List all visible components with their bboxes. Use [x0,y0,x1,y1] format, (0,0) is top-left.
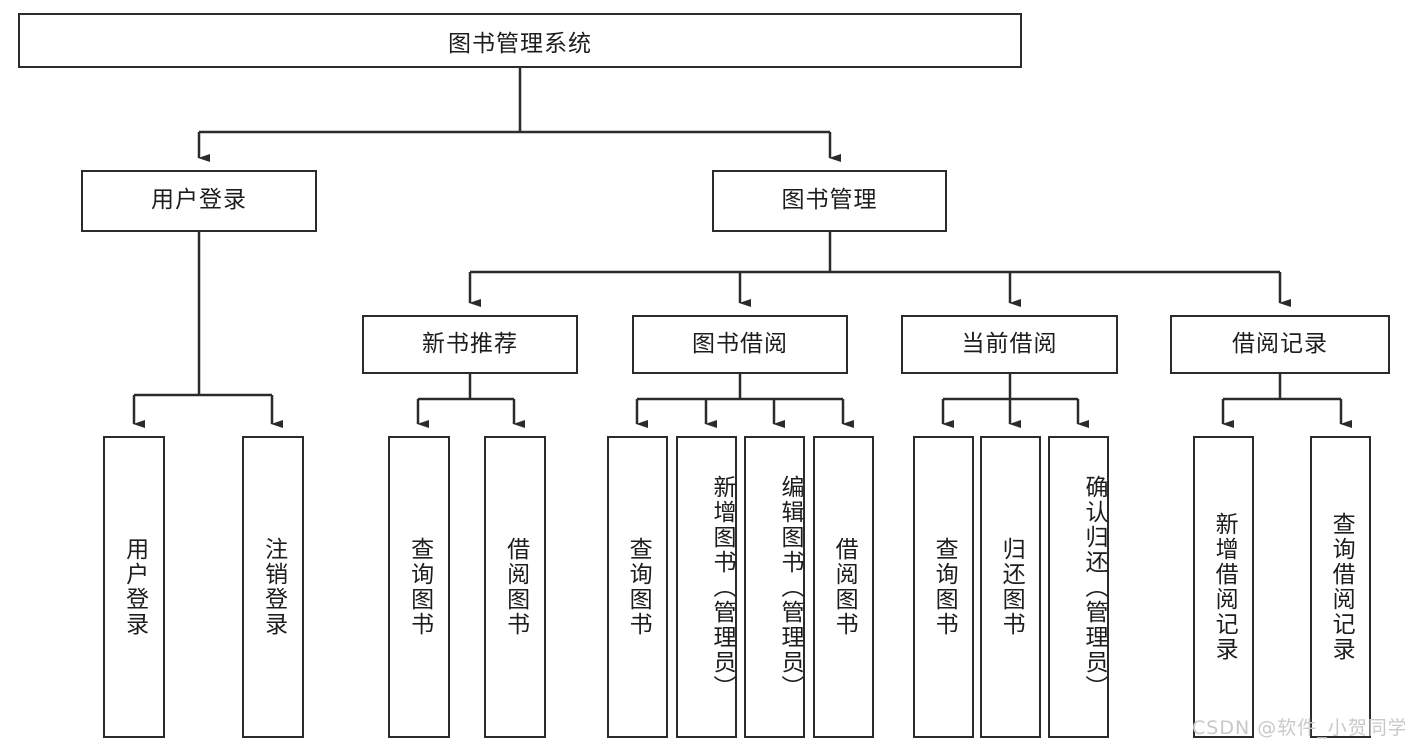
leaf-edit-book-admin[interactable]: 编辑图书（管理员） [744,436,805,738]
node-label: 图书借阅 [692,330,788,357]
node-label: 当前借阅 [961,330,1058,357]
leaf-add-book-admin[interactable]: 新增图书（管理员） [676,436,737,738]
leaf-user-login[interactable]: 用户登录 [103,436,165,738]
node-book-borrow[interactable]: 图书借阅 [632,315,848,374]
leaf-logout[interactable]: 注销登录 [242,436,304,738]
leaf-borrow-books-recommend[interactable]: 借阅图书 [484,436,546,738]
node-root-system[interactable]: 图书管理系统 [18,13,1022,68]
node-label: 查询图书 [406,537,433,637]
node-label: 新增借阅记录 [1211,512,1238,662]
node-label: 确认归还（管理员） [1081,474,1107,700]
node-label: 注销登录 [260,537,287,637]
leaf-query-borrow-record[interactable]: 查询借阅记录 [1310,436,1371,738]
leaf-add-borrow-record[interactable]: 新增借阅记录 [1193,436,1254,738]
node-current-borrow[interactable]: 当前借阅 [901,315,1118,374]
leaf-query-books-current[interactable]: 查询图书 [913,436,974,738]
leaf-confirm-return-admin[interactable]: 确认归还（管理员） [1048,436,1109,738]
node-label: 新增图书（管理员） [709,474,735,700]
node-label: 查询借阅记录 [1328,512,1355,662]
node-book-management[interactable]: 图书管理 [712,170,947,232]
leaf-query-books-borrow[interactable]: 查询图书 [607,436,668,738]
node-label: 借阅记录 [1232,330,1328,357]
node-label: 借阅图书 [502,537,529,637]
node-label: 编辑图书（管理员） [777,474,803,700]
leaf-query-books-recommend[interactable]: 查询图书 [388,436,450,738]
node-label: 查询图书 [931,537,958,637]
node-new-book-recommend[interactable]: 新书推荐 [362,315,578,374]
node-label: 用户登录 [151,187,247,214]
leaf-borrow-books[interactable]: 借阅图书 [813,436,874,738]
node-label: 归还图书 [998,537,1025,637]
node-user-login[interactable]: 用户登录 [81,170,317,232]
node-label: 新书推荐 [422,330,518,357]
node-label: 用户登录 [121,537,148,637]
node-label: 图书管理系统 [448,30,592,57]
leaf-return-books[interactable]: 归还图书 [980,436,1041,738]
node-label: 借阅图书 [831,537,858,637]
node-borrow-records[interactable]: 借阅记录 [1170,315,1390,374]
node-label: 图书管理 [781,187,878,214]
node-label: 查询图书 [625,537,652,637]
